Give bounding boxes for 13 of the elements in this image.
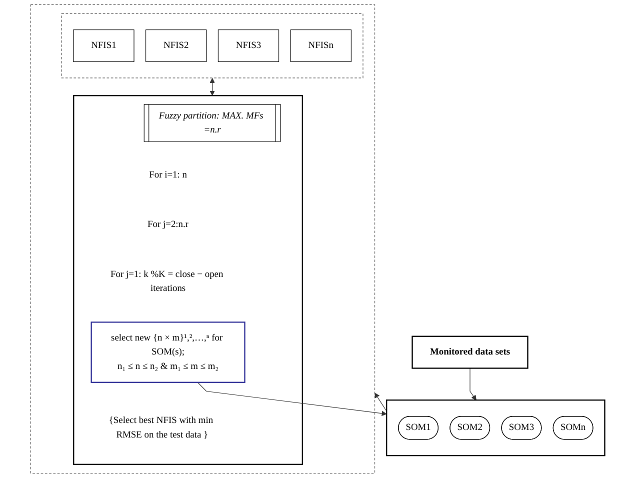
node-box: NFIS3 xyxy=(218,30,279,62)
arrow xyxy=(374,392,387,412)
node-box: NFIS1 xyxy=(72,30,134,62)
arrow xyxy=(209,78,215,96)
cluster xyxy=(61,13,364,78)
arrow xyxy=(197,382,387,416)
cluster xyxy=(386,400,606,456)
node-box: NFIS2 xyxy=(145,30,206,62)
node-box: NFISn xyxy=(290,30,352,62)
node-box: Monitored data sets xyxy=(411,336,528,369)
node-box: select new {n × m}¹,²,…,ⁿ for SOM(s); n₁ ≤ n ≤ n₂ & m₁ ≤ m ≤ m₂ xyxy=(90,322,246,383)
arrow xyxy=(469,368,476,400)
cluster xyxy=(30,4,375,474)
